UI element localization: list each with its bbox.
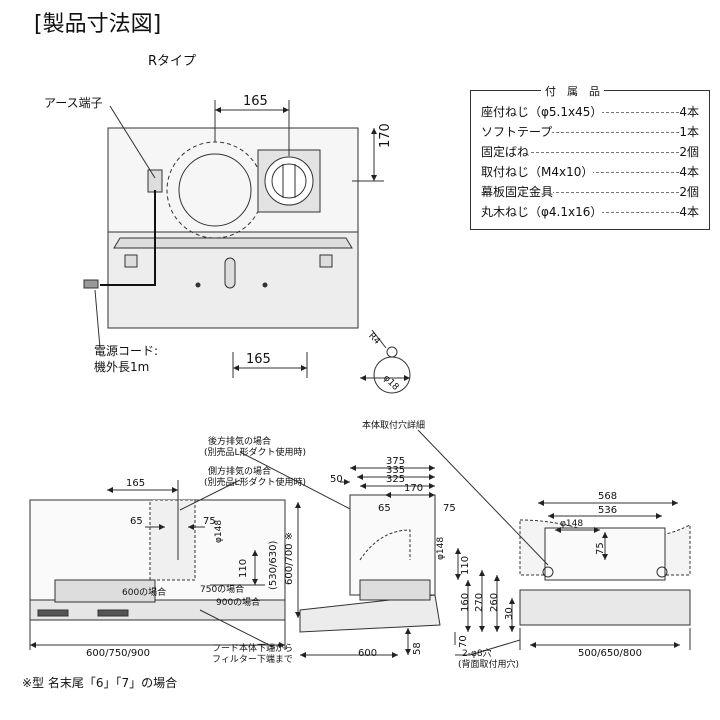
case-900-label: 900の場合 <box>216 598 261 608</box>
dim-top-165: 165 <box>243 94 268 109</box>
dim-side-70: 70 <box>458 635 469 648</box>
accessory-qty: 2個 <box>679 143 699 160</box>
dim-side-75: 75 <box>443 503 456 514</box>
dim-front-65: 65 <box>130 516 143 527</box>
accessory-row: 座付ねじ（φ5.1x45） 4本 <box>481 103 699 120</box>
phi148-side-label: φ148 <box>436 536 446 560</box>
dim-side-600: 600 <box>358 648 378 659</box>
accessories-header: 付 属 品 <box>541 83 604 99</box>
accessory-row: 幕板固定金具 2個 <box>481 183 699 200</box>
power-cord-label: 電源コード: <box>94 344 159 358</box>
hood-bottom-label-2: フィルター下端まで <box>212 655 293 665</box>
dim-rear-568: 568 <box>598 491 618 502</box>
dim-side-height-b: 600/700 ※ <box>284 531 295 585</box>
dim-side-260: 260 <box>489 592 500 612</box>
diagram-subtitle: Rタイプ <box>148 54 197 69</box>
cord-length-label: 機外長1m <box>94 360 150 374</box>
accessory-qty: 4本 <box>679 103 699 120</box>
accessory-row: 取付ねじ（M4x10） 4本 <box>481 163 699 180</box>
dim-front-165: 165 <box>126 478 146 489</box>
mount-detail-label: 本体取付穴詳細 <box>362 421 426 431</box>
accessory-name: 取付ねじ（M4x10） <box>481 163 594 180</box>
dim-side-height-a: (530/630) <box>268 540 279 590</box>
accessory-name: 固定ばね <box>481 143 530 160</box>
earth-terminal-label: アース端子 <box>44 96 103 110</box>
hood-bottom-label-1: フード本体下端から <box>212 644 294 654</box>
accessory-row: ソフトテープ 1本 <box>481 123 699 140</box>
dim-rear-536: 536 <box>598 505 618 516</box>
side-exhaust-note: (別売品L形ダクト使用時) <box>204 478 307 488</box>
dim-front-width: 600/750/900 <box>86 648 150 659</box>
dim-top-170: 170 <box>378 123 393 148</box>
accessory-name: ソフトテープ <box>481 123 553 140</box>
dim-side-335: 335 <box>386 465 406 476</box>
accessory-name: 座付ねじ（φ5.1x45） <box>481 103 603 120</box>
page-title: [製品寸法図] <box>34 12 162 37</box>
accessory-row: 丸木ねじ（φ4.1x16） 4本 <box>481 203 699 220</box>
side-exhaust-label: 側方排気の場合 <box>208 467 272 477</box>
dim-bottom-165: 165 <box>246 352 271 367</box>
case-600-label: 600の場合 <box>122 588 167 598</box>
dim-side-50: 50 <box>330 474 343 485</box>
hole-note-2: (背面取付用穴) <box>458 660 520 670</box>
dim-side-58: 58 <box>412 642 423 655</box>
dim-side-30: 30 <box>504 607 515 620</box>
footnote: ※型 名末尾「6」「7」の場合 <box>22 676 178 690</box>
top-view <box>83 100 384 378</box>
side-view <box>299 465 515 658</box>
accessory-row: 固定ばね 2個 <box>481 143 699 160</box>
accessory-qty: 4本 <box>679 203 699 220</box>
dim-side-160: 160 <box>460 592 471 612</box>
dim-side-110: 110 <box>460 555 471 575</box>
dim-side-170: 170 <box>404 483 424 494</box>
hole-detail <box>360 329 411 394</box>
dim-side-325: 325 <box>386 474 406 485</box>
rear-view <box>417 429 691 656</box>
accessory-qty: 1本 <box>679 123 699 140</box>
accessory-name: 丸木ねじ（φ4.1x16） <box>481 203 603 220</box>
phi148-rear-label: φ148 <box>560 519 584 529</box>
dim-side-65: 65 <box>378 503 391 514</box>
dim-rear-75: 75 <box>595 542 606 555</box>
accessory-qty: 4本 <box>679 163 699 180</box>
dim-side-270: 270 <box>474 592 485 612</box>
case-750-label: 750の場合 <box>200 585 245 595</box>
accessory-qty: 2個 <box>679 183 699 200</box>
dim-front-110: 110 <box>238 558 249 578</box>
hole-note-1: 2-φ8穴 <box>462 649 492 659</box>
accessory-name: 幕板固定金具 <box>481 183 554 200</box>
dim-rear-width: 500/650/800 <box>578 648 642 659</box>
phi148-front-label: φ148 <box>214 519 224 543</box>
dim-side-375: 375 <box>386 456 406 467</box>
rear-exhaust-note: (別売品L形ダクト使用時) <box>204 448 307 458</box>
rear-exhaust-label: 後方排気の場合 <box>208 437 272 447</box>
accessories-box: 付 属 品 座付ねじ（φ5.1x45） 4本 ソフトテープ 1本 固定ばね 2個 取付… <box>470 83 710 230</box>
front-view <box>29 451 411 650</box>
dim-front-75: 75 <box>203 516 216 527</box>
